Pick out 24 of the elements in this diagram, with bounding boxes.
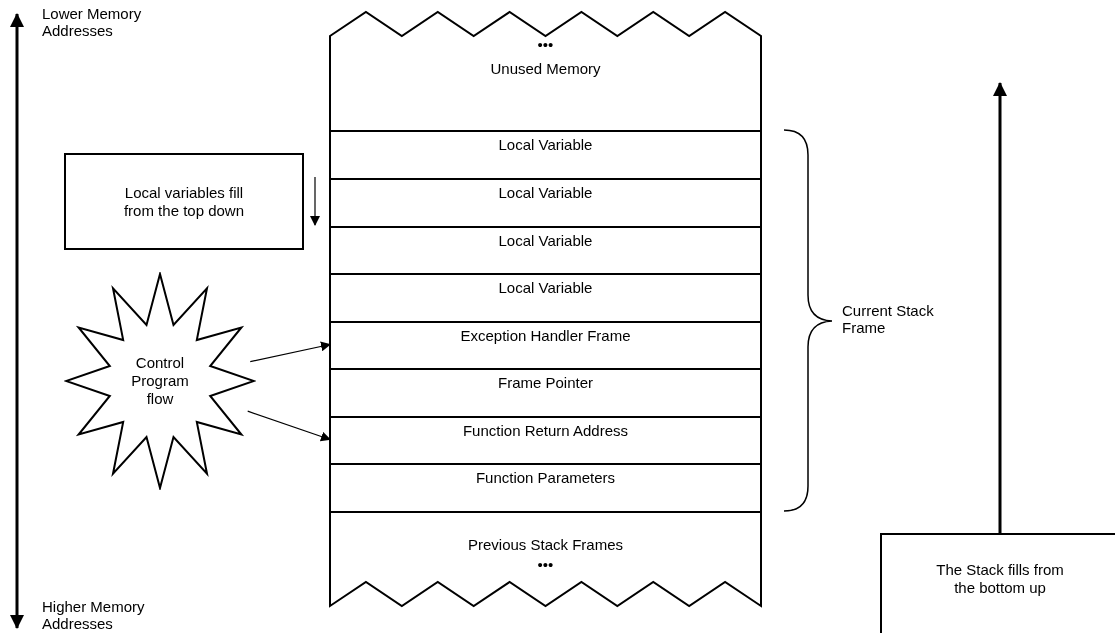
node-text: Local Variable <box>498 279 593 297</box>
starburst-callout <box>64 272 256 490</box>
node-text: Unused Memory <box>490 60 601 78</box>
side-label: Lower Memory Addresses <box>42 5 143 39</box>
node-text: Frame Pointer <box>497 374 593 392</box>
node-text: The Stack fills from the bottom up <box>935 561 1065 597</box>
node-text: Local Variable <box>498 184 593 202</box>
side-label: Higher Memory Addresses <box>42 598 146 632</box>
arrow <box>993 82 1007 533</box>
side-label: Current Stack Frame <box>842 302 935 336</box>
node-text: Function Return Address <box>462 422 629 440</box>
note-box <box>880 533 1115 633</box>
node-text: Local variables fill from the top down <box>122 183 246 220</box>
note-box <box>64 153 304 250</box>
node-text: ••• <box>537 36 554 54</box>
node-text: Local Variable <box>498 136 593 154</box>
node-text: Local Variable <box>498 232 593 250</box>
node-text: Control Program flow <box>130 354 190 408</box>
arrow <box>249 341 331 363</box>
node-text: Previous Stack Frames <box>467 536 623 554</box>
node-text: Exception Handler Frame <box>460 327 631 345</box>
node-text: ••• <box>537 556 554 574</box>
node-text: Function Parameters <box>475 469 616 487</box>
arrow <box>247 410 331 442</box>
